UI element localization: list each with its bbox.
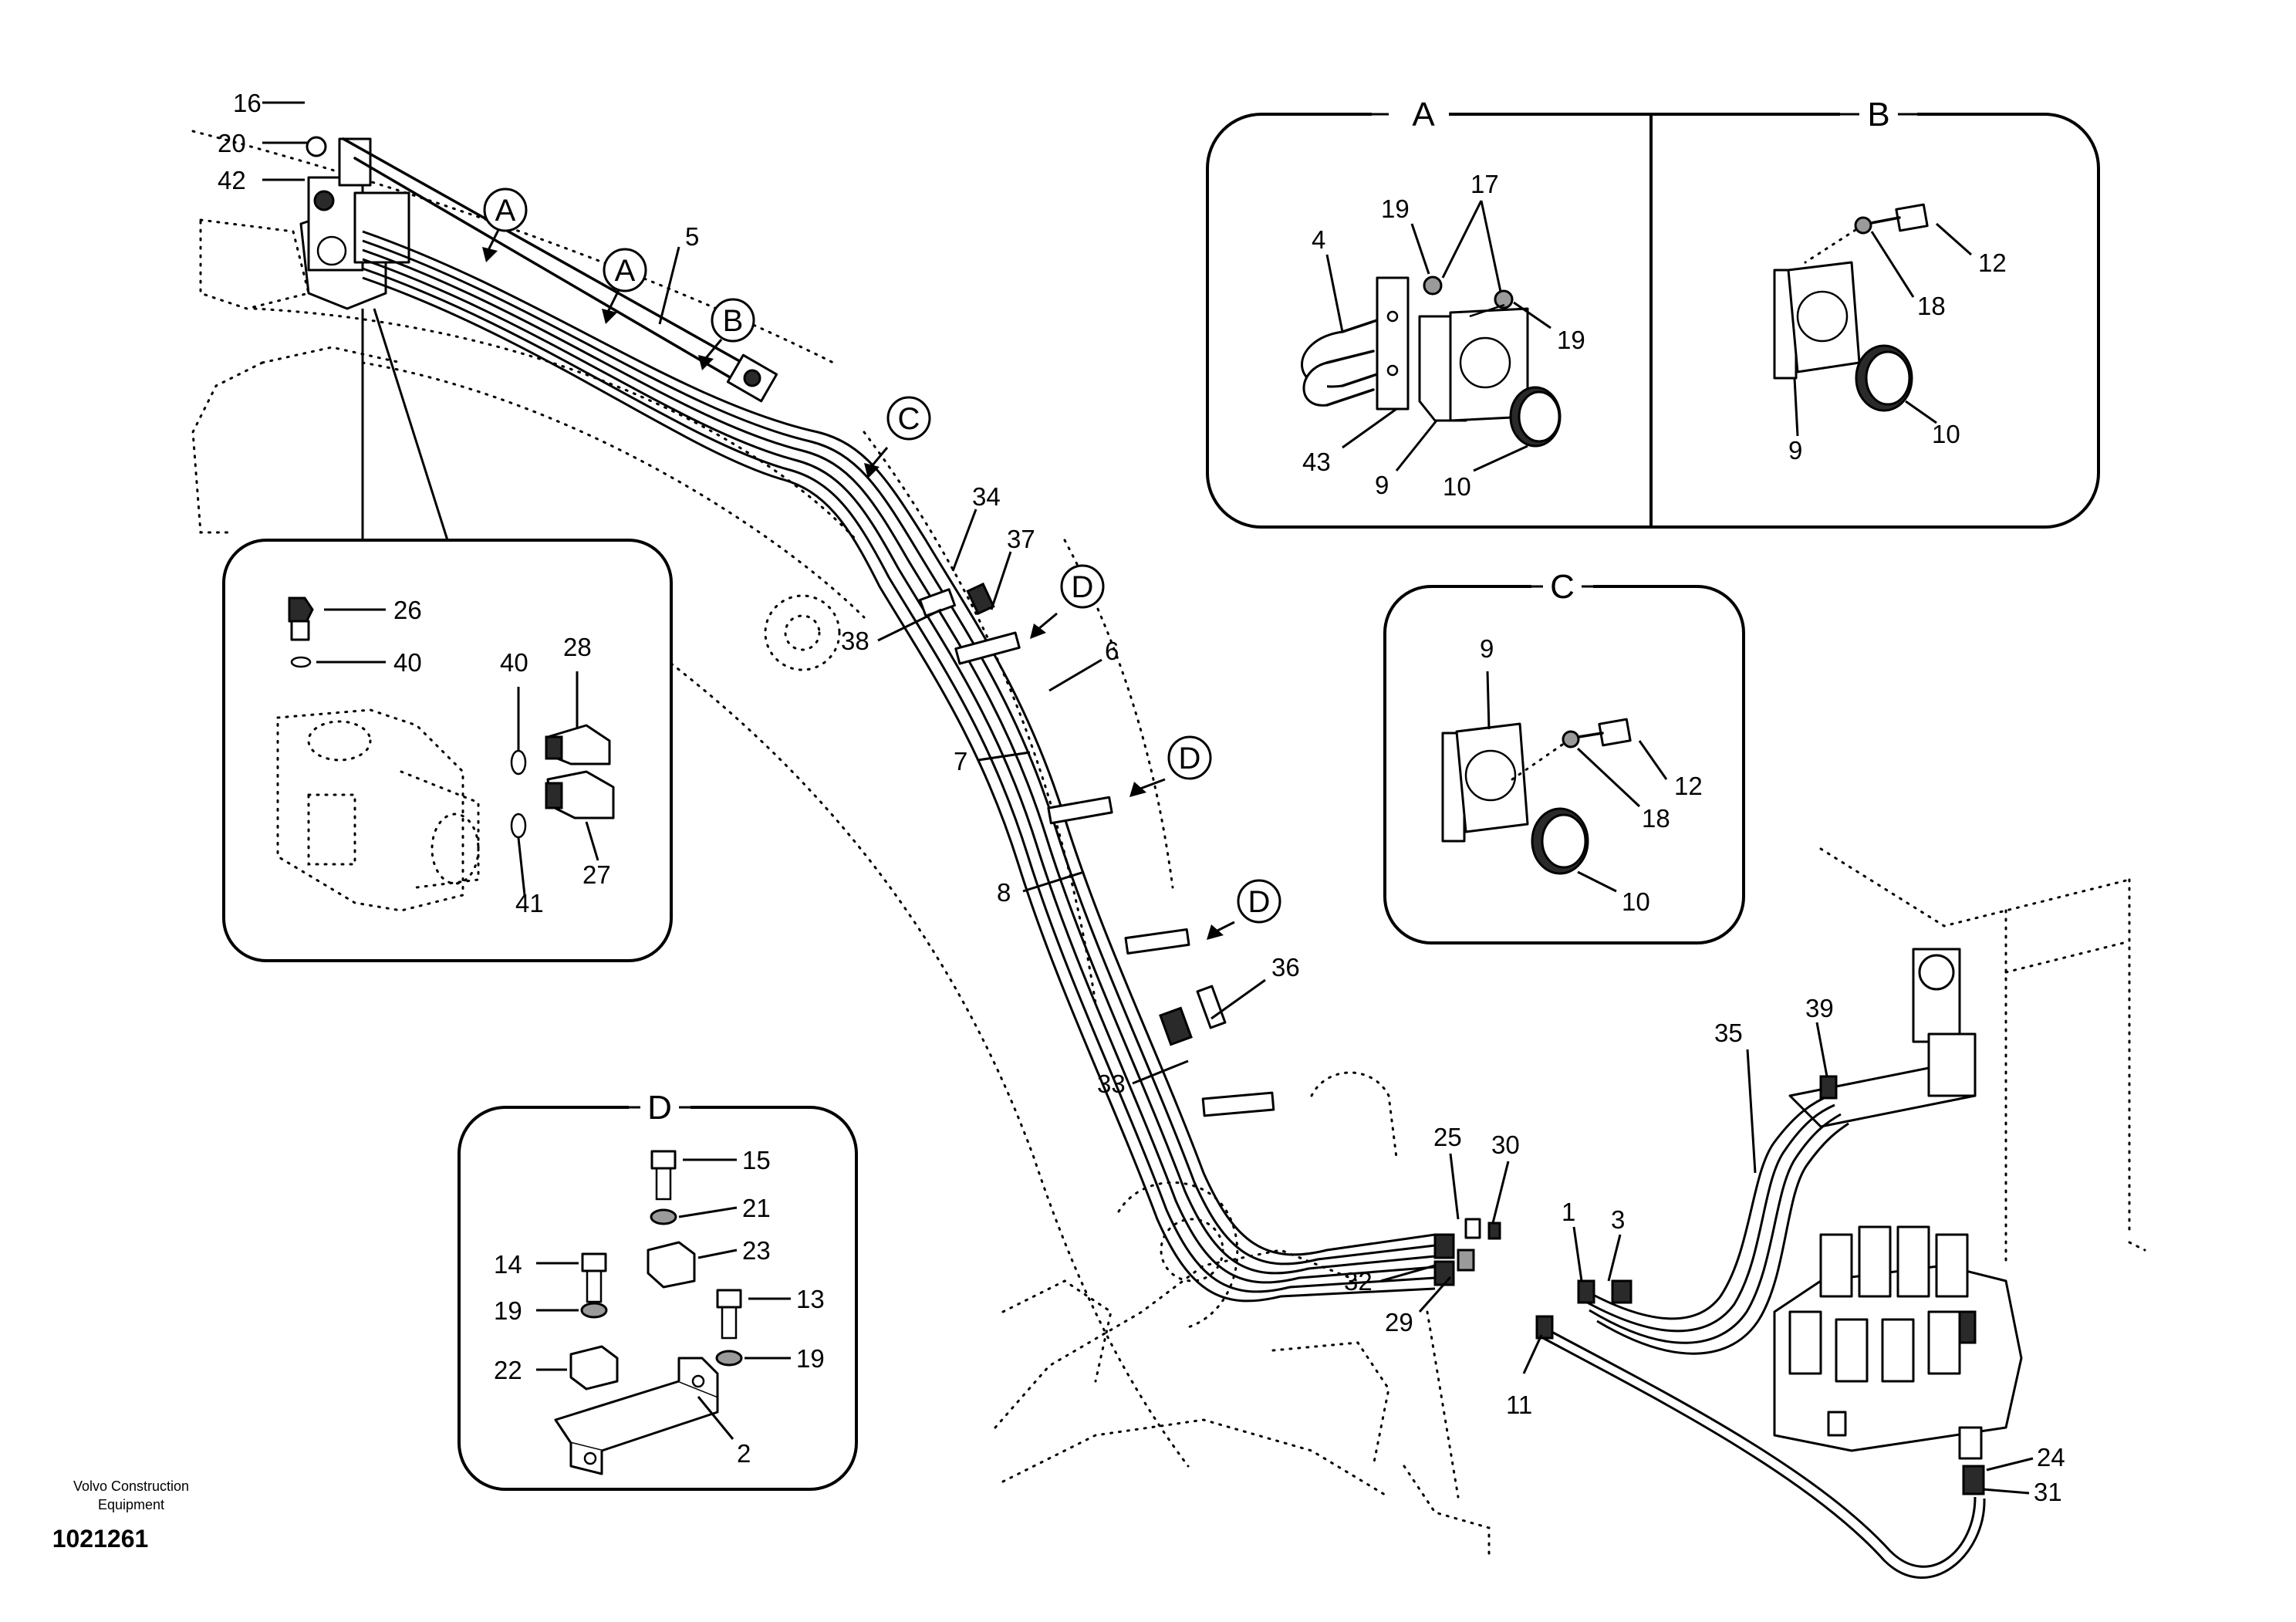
label-20: 20 <box>218 129 246 157</box>
detail-d-label-14: 14 <box>494 1250 522 1279</box>
inset-label-40a: 40 <box>393 648 422 677</box>
label-30: 30 <box>1491 1130 1520 1159</box>
drawing-number: 1021261 <box>52 1525 149 1553</box>
label-24: 24 <box>2037 1443 2065 1472</box>
view-callout-d-3: D <box>1207 879 1281 940</box>
label-8: 8 <box>997 878 1011 907</box>
detail-d-label-22: 22 <box>494 1356 522 1384</box>
inset-label-26: 26 <box>393 596 422 624</box>
view-callout-b: B <box>698 298 755 370</box>
main-control-valve <box>1773 948 2023 1452</box>
callout-c-label: C <box>898 402 920 436</box>
detail-c-label-12: 12 <box>1674 772 1703 800</box>
detail-a-label-43: 43 <box>1302 448 1331 476</box>
callout-b-label: B <box>723 304 744 338</box>
inset-label-27: 27 <box>582 860 611 889</box>
detail-d-label-13: 13 <box>796 1285 825 1313</box>
detail-c-title: C <box>1550 568 1575 606</box>
boom-top-valve-block <box>199 136 410 310</box>
detail-b-label-18: 18 <box>1917 292 1946 320</box>
detail-d-label-2: 2 <box>737 1439 751 1468</box>
label-37: 37 <box>1007 525 1035 553</box>
inset-valve-detail: 26 40 40 41 28 27 <box>222 308 673 962</box>
detail-d-label-23: 23 <box>742 1236 771 1265</box>
label-39: 39 <box>1805 994 1834 1022</box>
detail-d-label-21: 21 <box>742 1194 771 1222</box>
detail-a-label-19b: 19 <box>1557 326 1585 354</box>
label-32: 32 <box>1344 1267 1373 1296</box>
inset-label-41: 41 <box>515 889 544 917</box>
detail-b-title: B <box>1867 96 1889 133</box>
label-33: 33 <box>1097 1070 1126 1098</box>
view-callout-c: C <box>864 396 931 478</box>
label-35: 35 <box>1714 1019 1743 1047</box>
detail-a-label-17: 17 <box>1470 170 1499 198</box>
label-25: 25 <box>1433 1123 1462 1151</box>
detail-b-label-12: 12 <box>1978 248 2007 277</box>
detail-c-label-18: 18 <box>1642 804 1670 833</box>
label-29: 29 <box>1385 1308 1413 1336</box>
label-6: 6 <box>1105 637 1119 665</box>
detail-d-label-19a: 19 <box>494 1296 522 1325</box>
callout-a-2-label: A <box>615 254 636 288</box>
detail-a-title: A <box>1412 96 1435 133</box>
credit-line-1: Volvo Construction <box>73 1478 189 1494</box>
top-tube-assembly <box>342 137 1501 1303</box>
detail-d-label-19b: 19 <box>796 1344 825 1373</box>
label-42: 42 <box>218 166 246 194</box>
detail-a-label-10: 10 <box>1443 472 1471 501</box>
callout-d-1-label: D <box>1072 570 1094 604</box>
callout-d-3-label: D <box>1248 885 1271 919</box>
label-7: 7 <box>954 747 967 776</box>
label-1: 1 <box>1562 1198 1575 1226</box>
label-31: 31 <box>2034 1478 2062 1506</box>
label-34: 34 <box>972 482 1001 511</box>
view-callout-d-2: D <box>1129 735 1212 797</box>
credit-block: Volvo Construction Equipment 1021261 <box>52 1478 189 1553</box>
detail-b-label-9: 9 <box>1788 436 1802 465</box>
label-3: 3 <box>1611 1205 1625 1234</box>
detail-d-title: D <box>647 1089 672 1127</box>
inset-label-40b: 40 <box>500 648 528 677</box>
label-5: 5 <box>685 222 699 251</box>
label-11: 11 <box>1506 1391 1532 1419</box>
detail-panel-c: C 9 12 18 10 <box>1383 567 1745 944</box>
detail-panel-d: D 15 21 23 14 19 13 19 22 2 <box>458 1088 858 1491</box>
hose-35 <box>1577 1075 1849 1355</box>
detail-d-label-15: 15 <box>742 1146 771 1174</box>
view-callout-a-1: A <box>482 188 528 262</box>
detail-c-label-9: 9 <box>1480 634 1494 663</box>
detail-c-label-10: 10 <box>1622 887 1650 916</box>
main-view-labels: 16 20 42 5 34 37 38 6 7 8 36 33 25 30 32… <box>218 89 2065 1506</box>
label-36: 36 <box>1271 953 1300 982</box>
hose-31 <box>1535 1315 1986 1579</box>
view-callout-d-1: D <box>1030 564 1105 639</box>
label-16: 16 <box>233 89 262 117</box>
label-38: 38 <box>841 627 869 655</box>
detail-a-label-19a: 19 <box>1381 194 1410 223</box>
callout-a-1-label: A <box>495 194 516 228</box>
detail-b-label-10: 10 <box>1932 420 1960 448</box>
inset-label-28: 28 <box>563 633 592 661</box>
detail-a-label-9: 9 <box>1375 471 1389 499</box>
credit-line-2: Equipment <box>98 1497 164 1512</box>
callout-d-2-label: D <box>1179 742 1201 776</box>
detail-a-label-4: 4 <box>1312 225 1325 254</box>
view-callout-a-2: A <box>602 248 647 324</box>
detail-panel-ab: A B 4 19 17 19 43 9 10 12 18 <box>1206 94 2100 529</box>
